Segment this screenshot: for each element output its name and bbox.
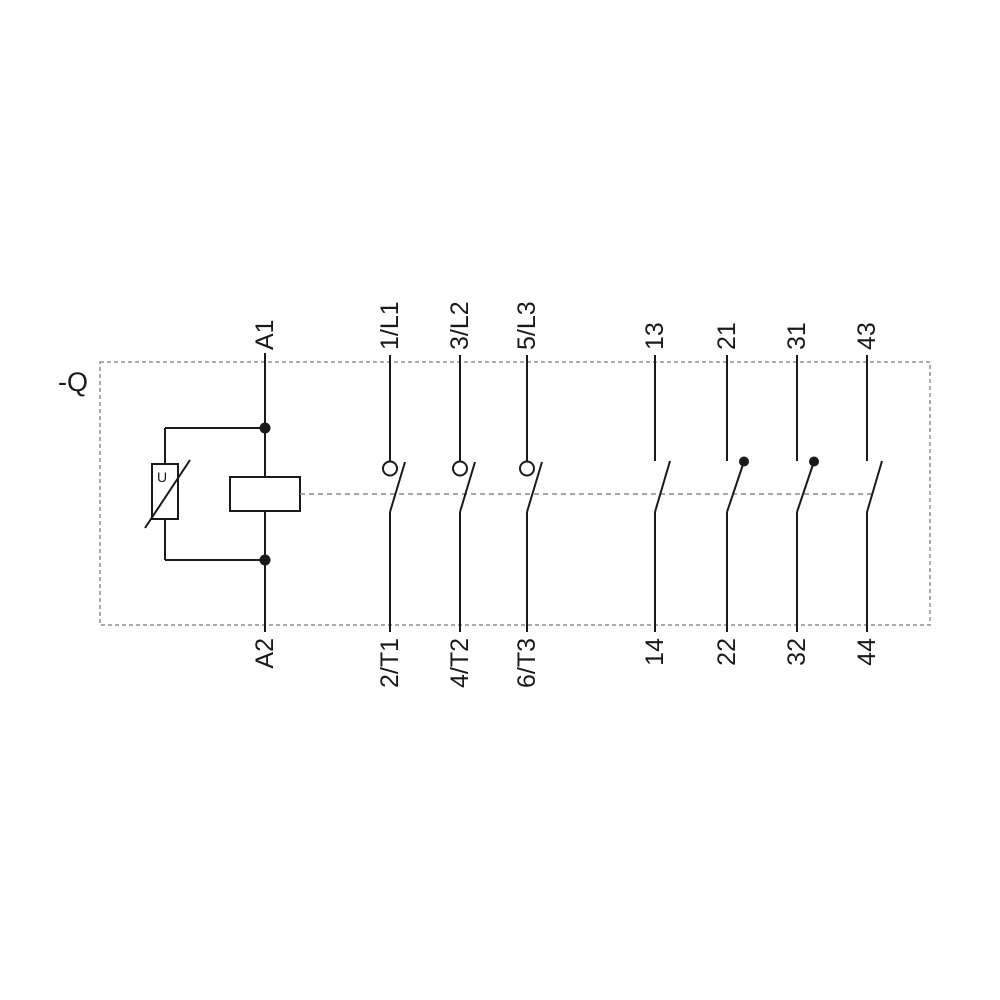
varistor-diagonal-stroke [144, 459, 191, 529]
main-pole-2: 3/L2 4/T2 [446, 301, 476, 688]
terminal-label-3l2: 3/L2 [446, 301, 474, 350]
contact-blade [654, 460, 671, 513]
terminal-label-32: 32 [783, 638, 811, 666]
contact-blade [389, 461, 406, 513]
terminal-label-a1: A1 [251, 319, 279, 350]
main-pole-1: 1/L1 2/T1 [376, 301, 406, 688]
terminal-label-43: 43 [853, 322, 881, 350]
contact-blade [726, 461, 745, 513]
terminal-label-22: 22 [713, 638, 741, 666]
contact-blade [526, 461, 543, 513]
device-label: -Q [58, 367, 88, 397]
main-contact-circle [519, 460, 535, 477]
contact-blade [459, 461, 476, 513]
device-boundary [99, 361, 931, 626]
aux-contact-3: 31 32 [783, 322, 819, 666]
main-contact-circle [382, 460, 398, 477]
terminal-label-6t3: 6/T3 [513, 638, 541, 688]
terminal-label-13: 13 [641, 322, 669, 350]
contact-blade [866, 460, 883, 513]
varistor-branch: U [144, 427, 265, 561]
varistor-label: U [157, 469, 167, 485]
terminal-label-44: 44 [853, 638, 881, 666]
terminal-label-a2: A2 [251, 638, 279, 669]
coil-branch: A1 A2 [229, 319, 301, 669]
terminal-label-21: 21 [713, 322, 741, 350]
aux-contact-4: 43 44 [853, 322, 883, 666]
contact-blade [796, 461, 815, 513]
coil-symbol [229, 476, 301, 512]
main-pole-3: 5/L3 6/T3 [513, 301, 543, 688]
terminal-label-1l1: 1/L1 [376, 301, 404, 350]
main-contact-circle [452, 460, 468, 477]
terminal-label-5l3: 5/L3 [513, 301, 541, 350]
terminal-label-14: 14 [641, 638, 669, 666]
terminal-label-2t1: 2/T1 [376, 638, 404, 688]
aux-contact-2: 21 22 [713, 322, 749, 666]
terminal-label-4t2: 4/T2 [446, 638, 474, 688]
terminal-label-31: 31 [783, 322, 811, 350]
aux-contact-1: 13 14 [641, 322, 671, 666]
